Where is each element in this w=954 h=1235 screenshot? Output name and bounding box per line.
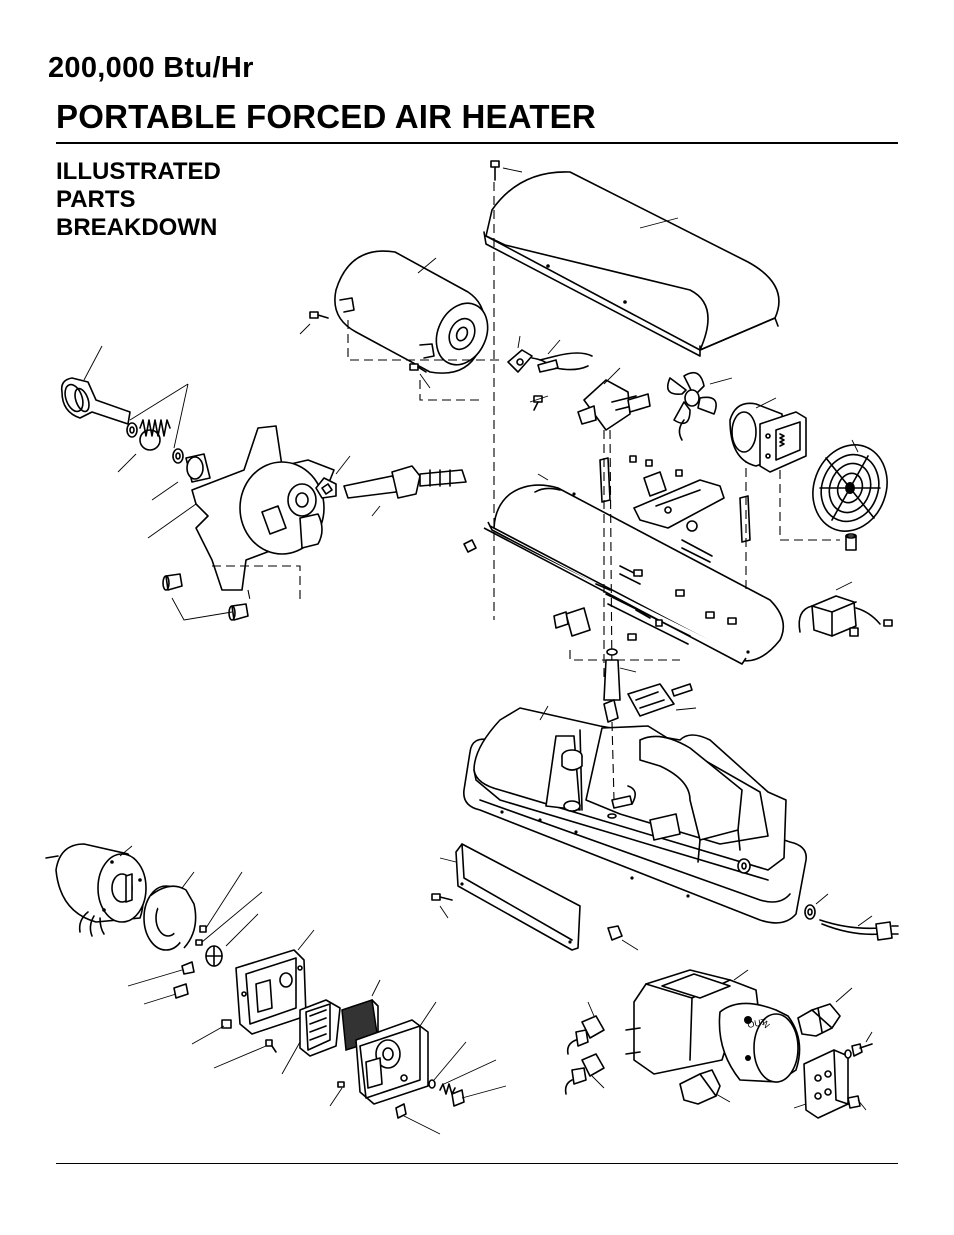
valve-fittings — [679, 987, 853, 1105]
coupling — [205, 913, 259, 967]
section-heading-line-2: PARTS — [56, 186, 136, 213]
pump-body — [355, 1001, 437, 1105]
panel-screw — [431, 893, 453, 919]
solenoid-valve: IN OUT — [625, 969, 801, 1083]
filter-gasket — [281, 999, 341, 1075]
title-rule — [56, 142, 898, 144]
o-ring — [126, 422, 138, 438]
ignitor — [507, 335, 593, 373]
motor-bracket — [633, 479, 725, 532]
strain-relief — [804, 893, 829, 920]
elbow-fittings — [162, 573, 249, 621]
bushing — [151, 453, 211, 501]
guard-spacer — [845, 533, 857, 551]
shell-nut — [463, 539, 477, 553]
chamber-screws — [299, 311, 431, 389]
pump-fittings — [329, 1041, 507, 1135]
transformer — [798, 581, 893, 637]
electrode — [335, 455, 467, 517]
fuel-tank — [463, 705, 807, 924]
section-heading-line-1: ILLUSTRATED — [56, 158, 221, 185]
gasket — [315, 477, 337, 499]
power-cord — [819, 915, 899, 941]
side-panel — [439, 843, 581, 951]
washer — [172, 448, 184, 464]
bracket-screws — [844, 1031, 873, 1111]
combustion-chamber — [334, 250, 489, 374]
spring — [139, 419, 171, 451]
shell-screw — [490, 160, 523, 181]
fuel-filter — [603, 648, 637, 723]
pump-screws-small — [127, 871, 263, 1005]
pump-cover-parts — [191, 1019, 277, 1069]
document-title: PORTABLE FORCED AIR HEATER — [56, 98, 596, 135]
fuel-pump-module — [577, 367, 651, 431]
valve-out-marking: OUT — [747, 1017, 768, 1030]
document-subtitle: 200,000 Btu/Hr — [48, 52, 254, 84]
fuel-lines — [599, 429, 751, 681]
valve-bracket — [793, 1049, 849, 1119]
section-heading: ILLUSTRATED PARTS BREAKDOWN — [56, 158, 221, 242]
upper-shell — [483, 171, 780, 357]
section-heading-line-3: BREAKDOWN — [56, 214, 218, 241]
small-screw — [529, 395, 549, 411]
footer-rule — [56, 1163, 898, 1164]
wire-clip — [627, 683, 697, 717]
wire-terminals — [564, 1001, 605, 1095]
pump-motor — [45, 843, 147, 937]
relay-block — [643, 459, 683, 497]
rotor-adapter — [143, 871, 197, 951]
switch — [553, 607, 680, 661]
fan-blade — [666, 371, 733, 441]
tank-nut — [607, 925, 639, 951]
shell-screws-lower — [627, 455, 737, 641]
nozzle-adapter — [60, 345, 131, 425]
nozzle-housing — [147, 425, 335, 591]
fan-guard — [812, 439, 888, 532]
fan-motor — [729, 397, 807, 473]
